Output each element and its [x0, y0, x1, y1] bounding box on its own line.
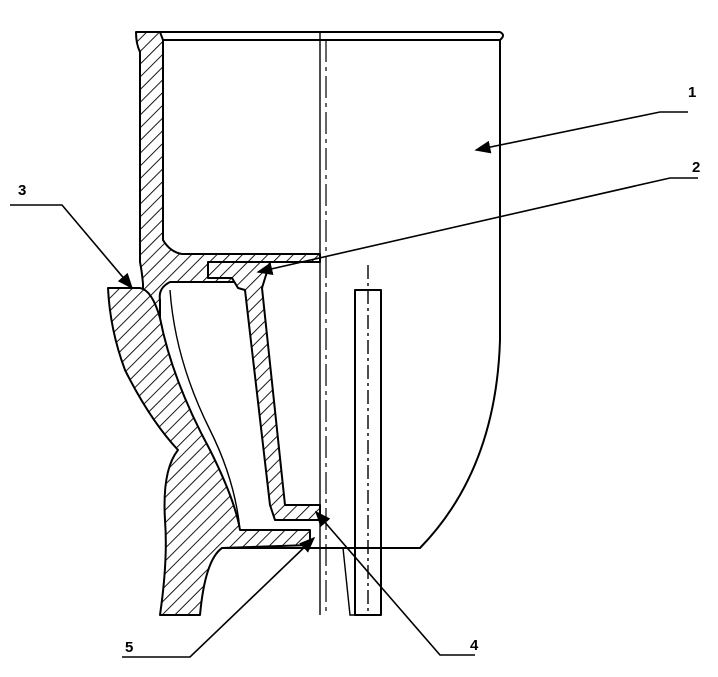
cup-outer-wall: [210, 40, 501, 549]
cup-rim: [136, 31, 504, 41]
shaft-lower-left: [342, 547, 355, 616]
callout-label-4: 4: [470, 637, 479, 654]
callout-label-5: 5: [125, 639, 133, 656]
inner-sleeve-section: [207, 261, 321, 521]
callout-2: 2: [256, 159, 700, 276]
callout-1: 1: [474, 84, 696, 154]
base-cavity-edge: [169, 289, 241, 531]
callout-label-1: 1: [688, 84, 696, 101]
base-section: [107, 287, 311, 616]
shaft: [342, 265, 382, 616]
callout-3: 3: [10, 182, 134, 290]
callout-label-2: 2: [692, 159, 700, 176]
callout-label-3: 3: [18, 182, 26, 199]
callout-5: 5: [122, 536, 316, 658]
callout-4: 4: [314, 510, 479, 656]
